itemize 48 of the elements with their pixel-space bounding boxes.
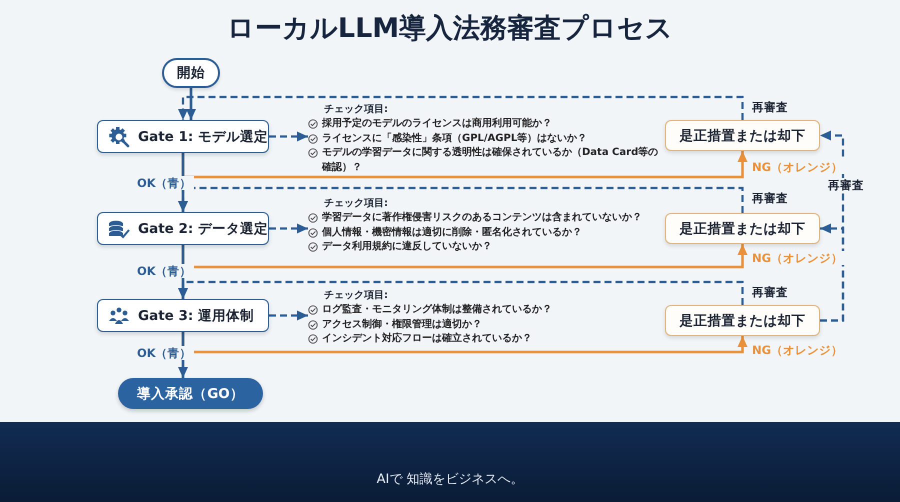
action-label: 是正措置または却下 bbox=[680, 312, 806, 330]
dashed-arrow bbox=[269, 132, 308, 142]
action-label: 是正措置または却下 bbox=[680, 126, 806, 144]
checklist-heading: チェック項目: bbox=[323, 103, 388, 117]
action-box bbox=[665, 120, 820, 151]
edge-label: 再審査 bbox=[826, 178, 866, 192]
checklist-item: モデルの学習データに関する透明性は確保されているか（Data Card等の確認）？ bbox=[322, 146, 660, 175]
edge-label: NG（オレンジ） bbox=[750, 160, 846, 174]
diagram-title: ローカルLLM導入法務審査プロセス bbox=[226, 12, 674, 46]
action-box bbox=[665, 213, 820, 244]
checklist-item: 個人情報・機密情報は適切に削除・匿名化されているか？ bbox=[322, 226, 582, 240]
dashed-arrow bbox=[178, 96, 744, 120]
dashed-arrow bbox=[178, 280, 744, 305]
edge-label: 再審査 bbox=[750, 285, 790, 299]
edge-label: 再審査 bbox=[750, 191, 790, 205]
tagline: AIで 知識をビジネスへ。 bbox=[376, 471, 524, 488]
arrow bbox=[186, 88, 196, 120]
start-label: 開始 bbox=[177, 64, 205, 82]
gate-label: Gate 3: 運用体制 bbox=[138, 306, 254, 324]
edge-label: NG（オレンジ） bbox=[750, 251, 846, 265]
checklist-heading: チェック項目: bbox=[323, 197, 388, 211]
dashed-arrow bbox=[269, 310, 308, 320]
dashed-arrow bbox=[178, 186, 744, 213]
checklist-heading: チェック項目: bbox=[323, 289, 388, 303]
checklist-item: アクセス制御・権限管理は適切か？ bbox=[322, 318, 482, 332]
dashed-arrow bbox=[820, 130, 844, 322]
dashed-arrow bbox=[269, 224, 308, 234]
checklist-item: ライセンスに「感染性」条項（GPL/AGPL等）はないか？ bbox=[322, 132, 588, 146]
edge-label: OK（青） bbox=[135, 176, 194, 190]
checklist-item: 学習データに著作権侵害リスクのあるコンテンツは含まれていないか？ bbox=[322, 211, 642, 226]
gate-box bbox=[97, 212, 269, 245]
gate-label: Gate 2: データ選定 bbox=[138, 220, 268, 238]
end-terminal bbox=[118, 378, 263, 409]
gate-box bbox=[97, 120, 269, 153]
checklist-item: インシデント対応フローは確立されているか？ bbox=[322, 332, 532, 346]
checklist-item: ログ監査・モニタリング体制は整備されているか？ bbox=[322, 303, 552, 318]
arrow bbox=[182, 151, 748, 178]
edge-label: OK（青） bbox=[135, 264, 194, 278]
checklist-item: データ利用規約に違反していないか？ bbox=[322, 240, 492, 254]
action-label: 是正措置または却下 bbox=[680, 220, 806, 238]
edge-label: OK（青） bbox=[135, 346, 194, 360]
approval-label: 導入承認（GO） bbox=[137, 384, 244, 402]
gate-box bbox=[97, 299, 269, 332]
gate-label: Gate 1: モデル選定 bbox=[138, 128, 268, 146]
action-box bbox=[665, 305, 820, 336]
edge-label: 再審査 bbox=[750, 100, 790, 114]
checklist-item: 採用予定のモデルのライセンスは商用利用可能か？ bbox=[322, 117, 552, 132]
start-terminal bbox=[162, 58, 220, 88]
